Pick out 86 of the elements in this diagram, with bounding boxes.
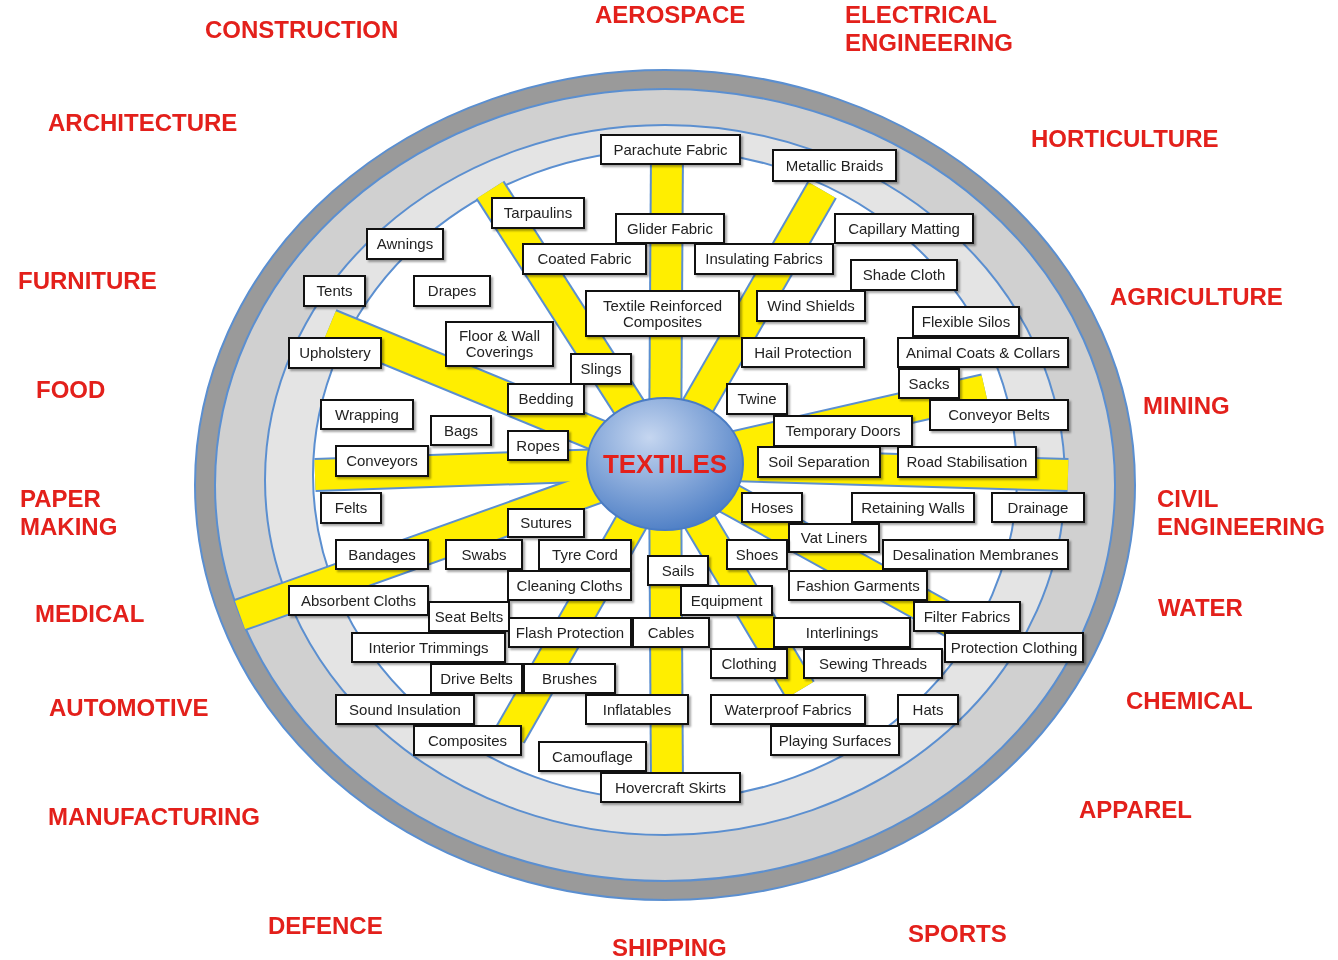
application-label: Protection Clothing: [944, 632, 1084, 663]
industry-label: FOOD: [36, 376, 107, 404]
industry-label: CIVIL ENGINEERING: [1157, 485, 1327, 541]
application-label: Brushes: [523, 663, 616, 694]
industry-label: ELECTRICAL ENGINEERING: [845, 1, 1015, 57]
application-label: Textile Reinforced Composites: [585, 290, 740, 337]
application-label: Tarpaulins: [491, 197, 585, 229]
application-label: Cleaning Cloths: [507, 570, 632, 601]
application-label: Awnings: [366, 228, 444, 260]
application-label: Glider Fabric: [615, 213, 725, 244]
application-label: Coated Fabric: [522, 243, 647, 275]
application-label: Bedding: [507, 383, 585, 415]
application-label: Interior Trimmings: [351, 632, 506, 663]
industry-label: PAPER MAKING: [20, 485, 119, 541]
application-label: Inflatables: [585, 694, 689, 725]
application-label: Metallic Braids: [772, 149, 897, 182]
application-label: Conveyor Belts: [929, 399, 1069, 431]
industry-label: MEDICAL: [35, 600, 146, 628]
application-label: Tents: [303, 275, 366, 307]
industry-label: WATER: [1158, 594, 1244, 622]
application-label: Hovercraft Skirts: [600, 772, 741, 803]
application-label: Hats: [897, 694, 959, 725]
industry-label: FURNITURE: [18, 267, 158, 295]
application-label: Sound Insulation: [335, 694, 475, 725]
application-label: Flexible Silos: [912, 306, 1020, 337]
application-label: Waterproof Fabrics: [710, 694, 866, 725]
application-label: Retaining Walls: [851, 492, 975, 523]
application-label: Capillary Matting: [834, 213, 974, 244]
application-label: Fashion Garments: [788, 570, 928, 601]
application-label: Floor & Wall Coverings: [445, 321, 554, 367]
application-label: Wind Shields: [756, 290, 866, 322]
industry-label: DEFENCE: [268, 912, 384, 940]
industry-label: MANUFACTURING: [48, 803, 261, 831]
application-label: Road Stabilisation: [897, 446, 1037, 478]
application-label: Cables: [632, 617, 710, 648]
application-label: Shoes: [726, 539, 788, 570]
application-label: Wrapping: [320, 399, 414, 430]
application-label: Sewing Threads: [803, 648, 943, 679]
application-label: Felts: [320, 492, 382, 524]
application-label: Animal Coats & Collars: [897, 337, 1069, 368]
application-label: Shade Cloth: [850, 259, 958, 291]
industry-label: APPAREL: [1079, 796, 1193, 824]
industry-label: CHEMICAL: [1126, 687, 1254, 715]
application-label: Hoses: [741, 492, 803, 523]
application-label: Drainage: [991, 492, 1085, 523]
industry-label: AGRICULTURE: [1110, 283, 1284, 311]
application-label: Flash Protection: [508, 617, 632, 648]
industry-label: AUTOMOTIVE: [49, 694, 210, 722]
application-label: Soil Separation: [757, 446, 881, 478]
application-label: Conveyors: [335, 445, 429, 477]
hub-title: TEXTILES: [602, 448, 728, 480]
application-label: Swabs: [445, 539, 523, 570]
application-label: Parachute Fabric: [600, 134, 741, 165]
industry-label: SHIPPING: [612, 934, 728, 960]
industry-label: SPORTS: [908, 920, 1008, 948]
application-label: Vat Liners: [788, 523, 880, 553]
application-label: Interlinings: [773, 617, 911, 648]
application-label: Bandages: [335, 539, 429, 570]
application-label: Absorbent Cloths: [288, 585, 429, 616]
application-label: Composites: [413, 725, 522, 756]
industry-label: HORTICULTURE: [1031, 125, 1220, 153]
industry-label: CONSTRUCTION: [205, 16, 400, 44]
industry-label: MINING: [1143, 392, 1231, 420]
application-label: Insulating Fabrics: [694, 243, 834, 275]
application-label: Ropes: [507, 430, 569, 461]
application-label: Clothing: [710, 648, 788, 679]
application-label: Slings: [570, 353, 632, 385]
application-label: Twine: [726, 383, 788, 415]
application-label: Sails: [647, 555, 709, 586]
application-label: Sutures: [507, 508, 585, 538]
industry-label: ARCHITECTURE: [48, 109, 239, 137]
application-label: Drive Belts: [430, 663, 523, 694]
application-label: Hail Protection: [741, 337, 865, 368]
application-label: Filter Fabrics: [913, 601, 1021, 632]
application-label: Playing Surfaces: [770, 725, 900, 756]
application-label: Bags: [430, 415, 492, 446]
application-label: Sacks: [898, 368, 960, 399]
application-label: Desalination Membranes: [882, 539, 1069, 570]
application-label: Drapes: [413, 275, 491, 307]
application-label: Seat Belts: [428, 601, 510, 632]
application-label: Camouflage: [538, 741, 647, 772]
application-label: Upholstery: [288, 337, 382, 369]
application-label: Tyre Cord: [538, 539, 632, 570]
industry-label: AEROSPACE: [595, 1, 747, 29]
application-label: Equipment: [680, 585, 773, 616]
application-label: Temporary Doors: [773, 415, 913, 447]
